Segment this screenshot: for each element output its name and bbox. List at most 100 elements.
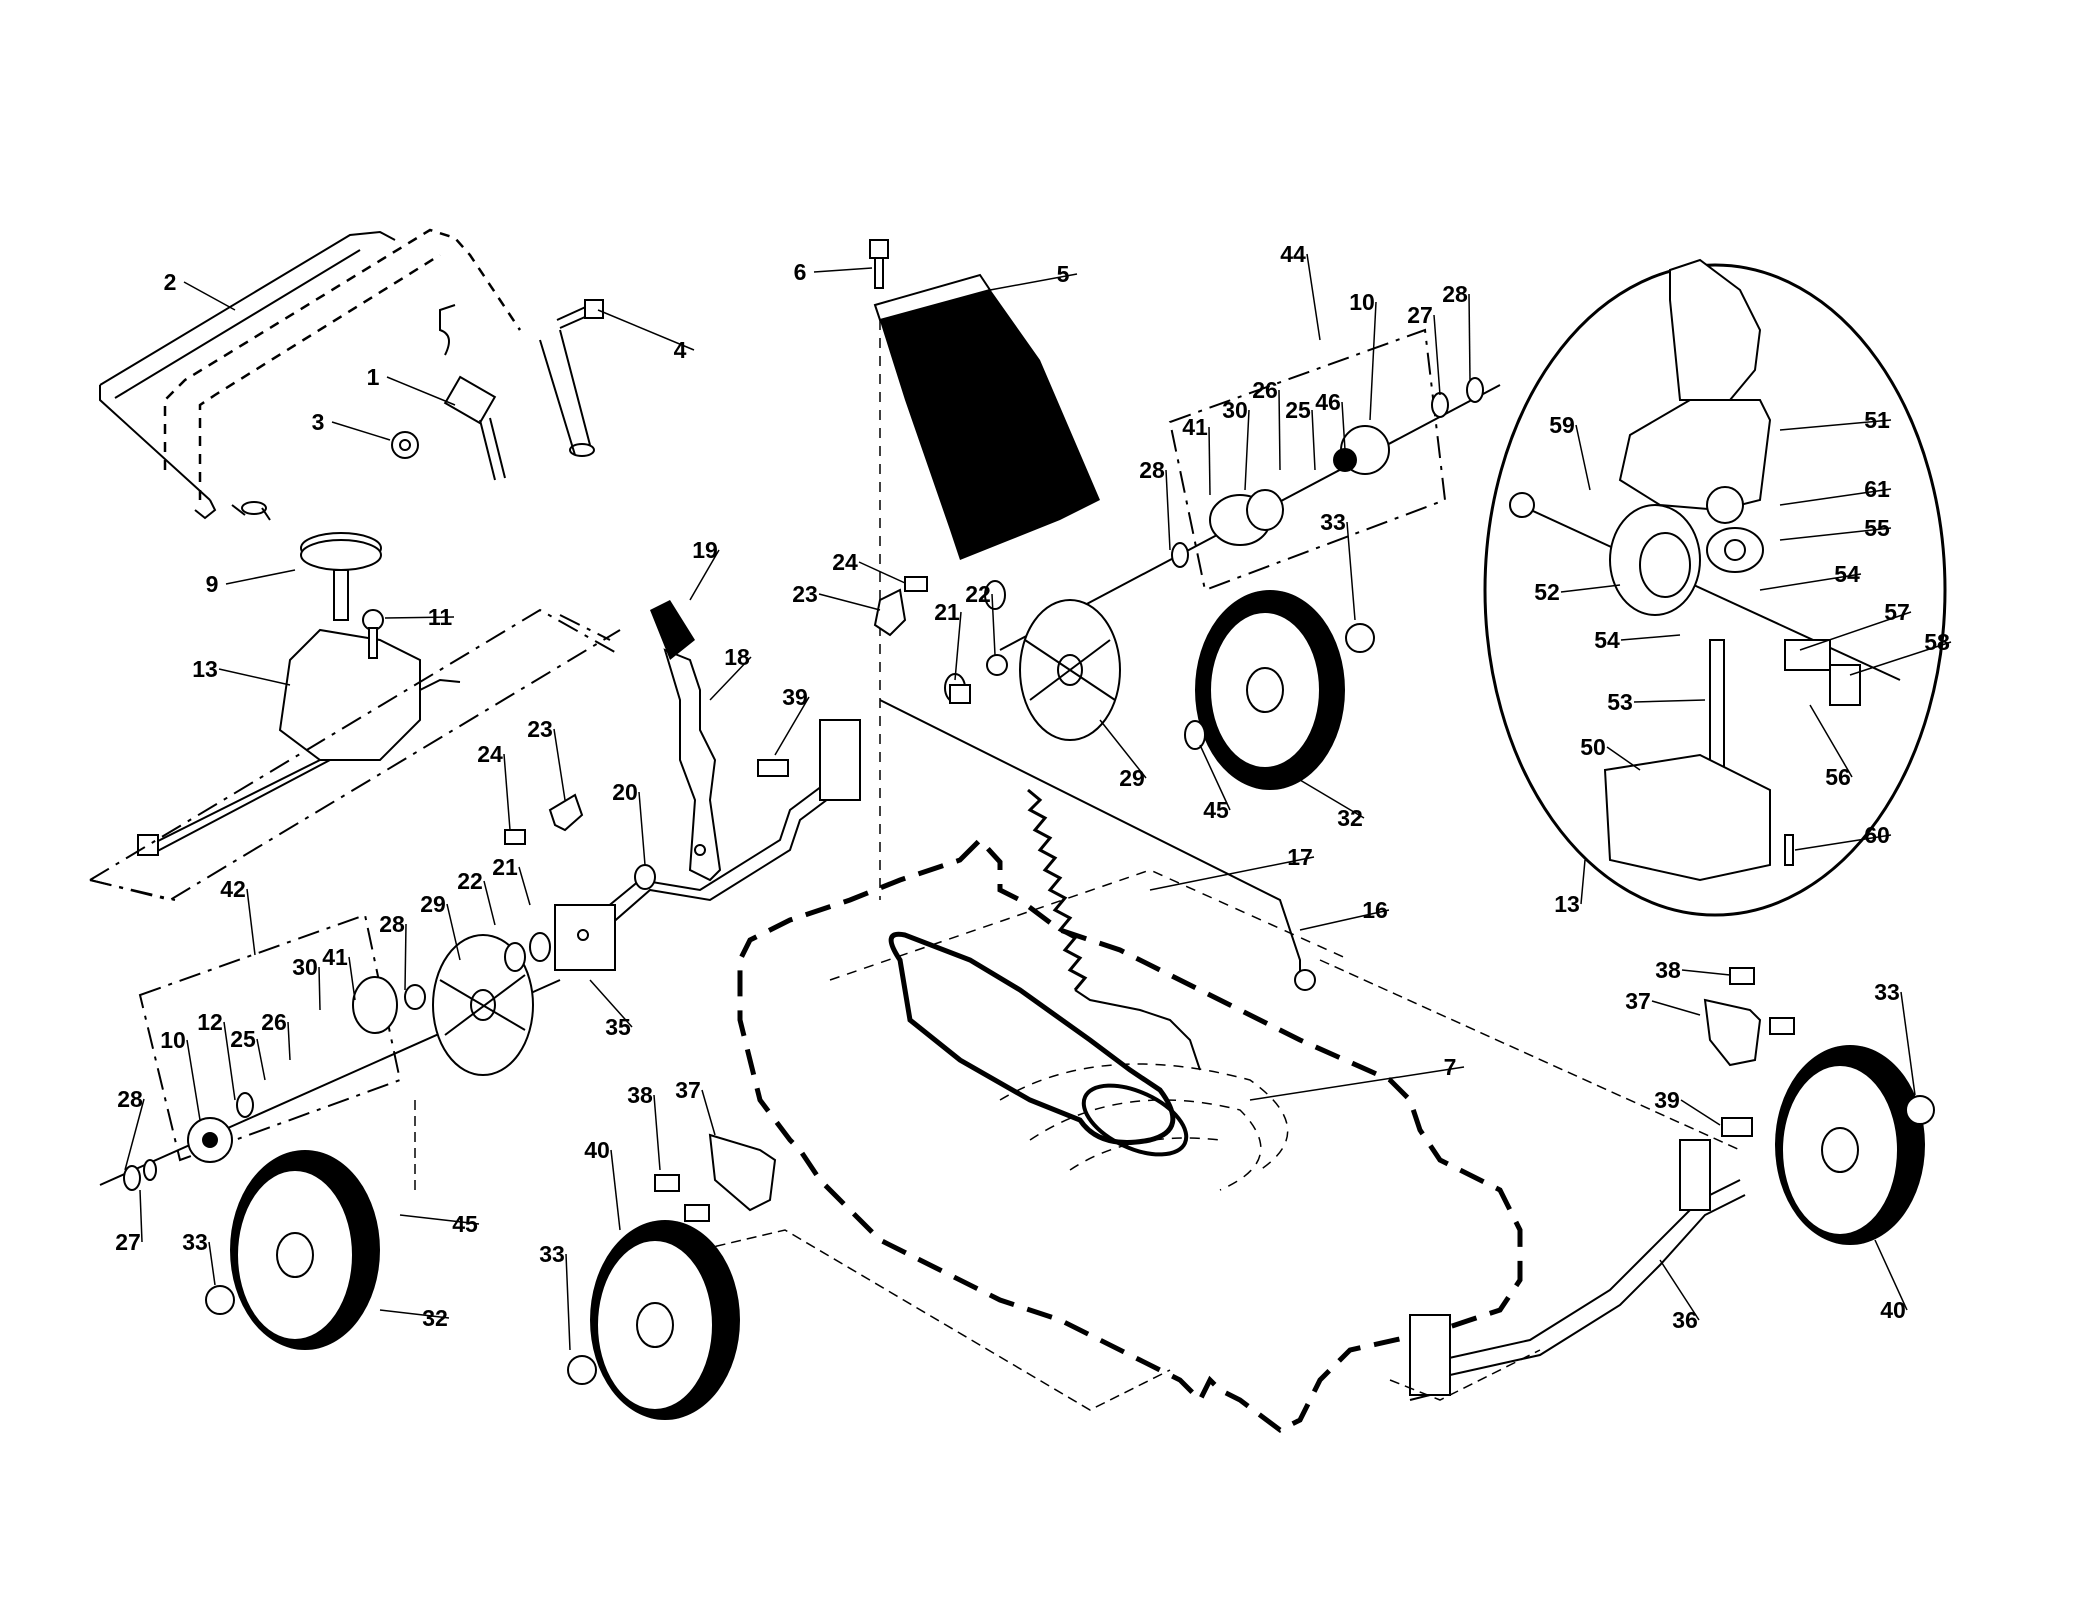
callout-c11: 11 — [428, 604, 453, 630]
wheel-parts-right — [944, 328, 1501, 741]
leader-line-c26b — [1278, 389, 1281, 471]
leader-line-c45b — [399, 1214, 480, 1225]
deck-outline — [737, 836, 1523, 1433]
leader-line-c22a — [483, 880, 496, 926]
leader-line-c52 — [1560, 584, 1621, 593]
callout-c22b: 22 — [965, 581, 991, 607]
leader-line-c25b — [1311, 409, 1316, 471]
leader-line-c38b — [1681, 969, 1731, 976]
callout-c61: 61 — [1864, 476, 1890, 502]
callout-c20: 20 — [612, 779, 638, 805]
washer-22 — [986, 654, 1008, 676]
callout-c16: 16 — [1362, 897, 1388, 923]
leader-line-c35 — [589, 979, 633, 1028]
leader-line-c5 — [989, 273, 1078, 291]
callout-c33b: 33 — [539, 1241, 565, 1267]
leader-line-c61 — [1779, 488, 1892, 506]
leader-line-c39a — [774, 696, 810, 756]
bolt-4 — [556, 299, 604, 329]
leader-line-c36 — [1659, 1259, 1700, 1321]
callout-c54a: 54 — [1834, 561, 1860, 587]
callout-c33a: 33 — [182, 1229, 208, 1255]
leader-line-c37b — [1651, 1000, 1701, 1016]
callout-c2: 2 — [164, 269, 177, 295]
leader-line-c33b — [565, 1253, 571, 1351]
washer-20 — [634, 864, 656, 890]
callout-c5: 5 — [1057, 261, 1070, 287]
callout-c23b: 23 — [792, 581, 818, 607]
leader-line-c37a — [701, 1089, 716, 1136]
callout-c22a: 22 — [457, 868, 483, 894]
leader-line-c33d — [1900, 991, 1916, 1096]
callout-c39b: 39 — [1654, 1087, 1680, 1113]
leader-line-c33a — [208, 1241, 216, 1286]
leader-line-c53 — [1633, 699, 1706, 703]
callout-c46: 46 — [1315, 389, 1341, 415]
callout-c53: 53 — [1607, 689, 1633, 715]
leader-line-c56 — [1809, 704, 1853, 778]
bolt-39b — [1721, 1117, 1753, 1137]
leader-line-c54a — [1759, 573, 1862, 591]
leader-line-c55 — [1779, 527, 1892, 541]
bracket-23-right — [873, 576, 928, 637]
callout-c10b: 10 — [1349, 289, 1375, 315]
leader-line-c40a — [610, 1149, 621, 1231]
callout-c13a: 13 — [192, 656, 218, 682]
callout-c18: 18 — [724, 644, 750, 670]
wheel-32-left — [205, 1150, 380, 1350]
leader-line-c3 — [331, 421, 391, 441]
callout-c28a: 28 — [379, 911, 405, 937]
callout-c26a: 26 — [261, 1009, 287, 1035]
leader-line-c25a — [256, 1038, 266, 1081]
leader-line-c41b — [1208, 426, 1211, 496]
callout-c40b: 40 — [1880, 1297, 1906, 1323]
leader-line-c29a — [446, 903, 461, 961]
callout-c4: 4 — [674, 337, 687, 363]
callout-c38a: 38 — [627, 1082, 653, 1108]
leader-line-c7 — [1249, 1066, 1465, 1101]
callout-c3: 3 — [312, 409, 325, 435]
callout-c57: 57 — [1884, 599, 1910, 625]
leader-line-c57 — [1799, 611, 1912, 651]
lever-18 — [663, 648, 722, 882]
callout-c54b: 54 — [1594, 627, 1620, 653]
leader-line-c12 — [223, 1021, 236, 1101]
leader-line-c13b — [1580, 859, 1586, 905]
leader-line-c11 — [384, 616, 455, 619]
bolt-11 — [362, 609, 384, 659]
leader-line-c28c — [1165, 469, 1171, 551]
callout-c30a: 30 — [292, 954, 318, 980]
leader-line-c54b — [1620, 634, 1681, 641]
wheel-40-right — [1775, 1045, 1935, 1245]
leader-line-c1 — [386, 376, 456, 406]
leader-line-c10a — [186, 1039, 201, 1121]
nut-3 — [391, 431, 419, 459]
leader-line-c51 — [1779, 419, 1892, 431]
leader-line-c13a — [218, 668, 291, 686]
callout-c35: 35 — [605, 1014, 631, 1040]
callout-c28d: 28 — [1442, 281, 1468, 307]
leader-line-c32b — [1299, 779, 1365, 819]
callout-c51: 51 — [1864, 407, 1890, 433]
callout-c60: 60 — [1864, 822, 1890, 848]
callout-c30b: 30 — [1222, 397, 1248, 423]
callout-c39a: 39 — [782, 684, 808, 710]
leader-line-c26a — [287, 1021, 291, 1061]
callout-c32a: 32 — [422, 1305, 448, 1331]
reference-lines — [414, 959, 1741, 1411]
leader-line-c17 — [1149, 856, 1315, 891]
callout-c28c: 28 — [1139, 457, 1165, 483]
callout-labels: 1234567910101112131316171819202121222223… — [115, 241, 1952, 1351]
leader-line-c39b — [1680, 1099, 1721, 1126]
callout-c21b: 21 — [934, 599, 960, 625]
callout-c19: 19 — [692, 537, 718, 563]
callout-c12: 12 — [197, 1009, 223, 1035]
callout-c52: 52 — [1534, 579, 1560, 605]
leader-line-c24b — [858, 561, 906, 584]
callout-c37b: 37 — [1625, 988, 1651, 1014]
inset-transmission — [1483, 258, 1947, 917]
bolt-6 — [869, 239, 889, 289]
leader-line-c28d — [1468, 293, 1471, 381]
callout-c33c: 33 — [1320, 509, 1346, 535]
callout-c21a: 21 — [492, 854, 518, 880]
